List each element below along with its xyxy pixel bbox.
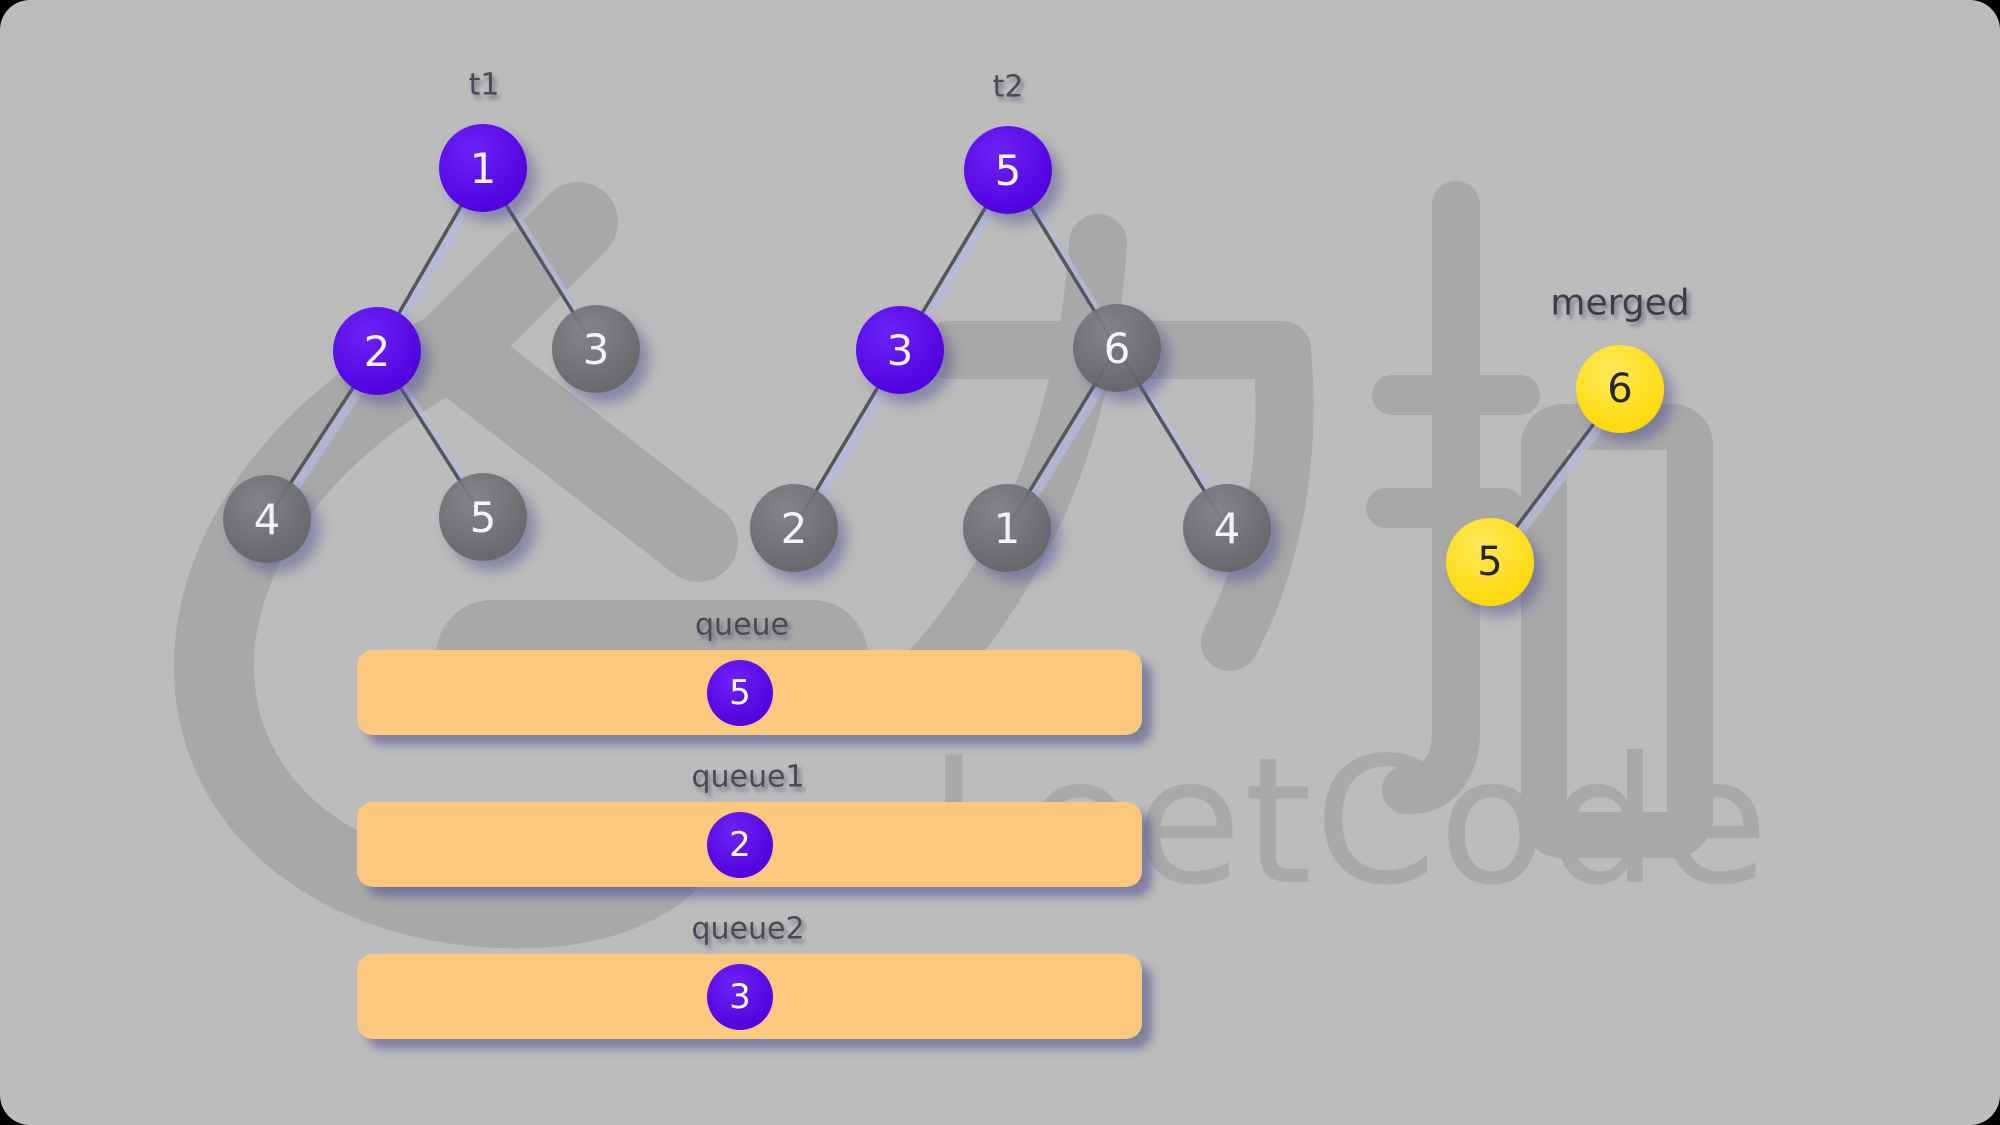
tree-label-t2: t2 bbox=[992, 69, 1024, 105]
tree-label-merged: merged bbox=[1550, 282, 1690, 324]
tree-node-t2-2[interactable]: 2 bbox=[750, 484, 838, 572]
queue-chip-queue[interactable]: 5 bbox=[707, 660, 773, 726]
queue-label-queue1: queue1 bbox=[691, 759, 805, 795]
queue-label-queue2: queue2 bbox=[691, 911, 805, 947]
tree-node-t1-5[interactable]: 5 bbox=[439, 473, 527, 561]
queue-chip-queue1[interactable]: 2 bbox=[707, 812, 773, 878]
tree-node-t1-3[interactable]: 3 bbox=[552, 305, 640, 393]
tree-node-t2-5[interactable]: 5 bbox=[964, 126, 1052, 214]
tree-node-t2-1[interactable]: 1 bbox=[963, 484, 1051, 572]
tree-node-t1-2[interactable]: 2 bbox=[333, 307, 421, 395]
watermark-cjk-li-bar bbox=[921, 321, 1314, 671]
tree-node-t1-4[interactable]: 4 bbox=[223, 475, 311, 563]
tree-node-t2-6[interactable]: 6 bbox=[1073, 304, 1161, 392]
watermark-cjk-kou-vertical bbox=[1382, 181, 1480, 815]
tree-node-t1-1[interactable]: 1 bbox=[439, 124, 527, 212]
tree-node-merged-6[interactable]: 6 bbox=[1576, 345, 1664, 433]
tree-node-t2-3[interactable]: 3 bbox=[856, 306, 944, 394]
tree-node-merged-5[interactable]: 5 bbox=[1446, 518, 1534, 606]
tree-node-t2-4[interactable]: 4 bbox=[1183, 484, 1271, 572]
tree-label-t1: t1 bbox=[468, 67, 500, 103]
watermark-logo-curve bbox=[173, 310, 712, 949]
queue-chip-queue2[interactable]: 3 bbox=[707, 964, 773, 1030]
queue-label-queue: queue bbox=[695, 607, 789, 643]
